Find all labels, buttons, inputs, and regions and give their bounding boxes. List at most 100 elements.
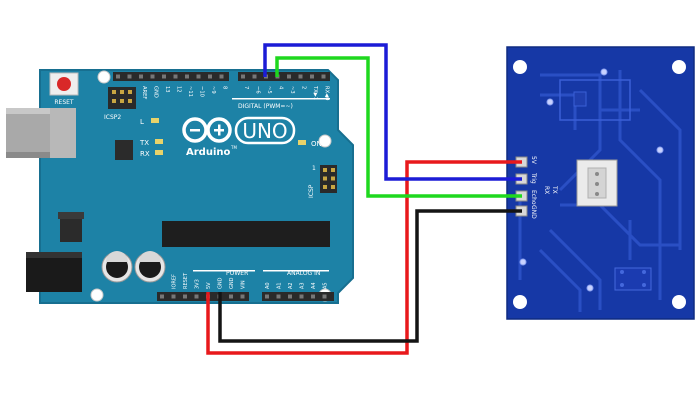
power-label-bar — [193, 270, 255, 272]
power-pin-label: 3V3 — [195, 279, 201, 289]
header-pin — [311, 294, 315, 299]
rx-led-label: RX — [140, 150, 150, 158]
header-pin — [265, 294, 269, 299]
header-pin — [150, 74, 155, 79]
power-pin-label: 5V — [206, 282, 212, 289]
digital-pin-label: 12 — [176, 86, 182, 93]
analog-pin-label: A0 — [265, 282, 271, 289]
header-pin — [160, 294, 164, 299]
rx-led — [155, 150, 163, 155]
digital-pin-label: RX◀0 — [324, 86, 330, 100]
analog-pin-label: A3 — [300, 282, 306, 289]
header-pin — [288, 294, 292, 299]
analog-pin-label: A2 — [288, 282, 294, 289]
arduino-logo: UNO Arduino TM — [182, 116, 296, 158]
sensor-pin-label: Trig — [530, 172, 537, 184]
uno-badge — [234, 116, 296, 145]
digital-pin-label: 2 — [301, 86, 307, 89]
header-pin — [229, 294, 233, 299]
header-pin — [127, 74, 132, 79]
digital-header-right — [238, 72, 330, 81]
voltage-regulator — [58, 212, 84, 242]
header-pin — [310, 74, 314, 79]
digital-label-bar — [232, 98, 330, 100]
trademark: TM — [230, 145, 237, 150]
analog-pin-label: A1 — [277, 282, 283, 289]
header-pin — [323, 185, 327, 189]
header-pin — [240, 294, 245, 299]
sensor-pin-label: 5V — [530, 156, 537, 165]
power-pin-label: RESET — [183, 272, 189, 289]
wire-gnd — [218, 209, 522, 343]
digital-pin-label: ~3 — [289, 86, 295, 94]
on-led-label: ON — [311, 140, 322, 148]
sensor-mounting-hole — [513, 295, 527, 309]
header-pin — [323, 176, 327, 181]
header-pin — [298, 74, 303, 79]
header-pin — [208, 74, 212, 79]
mounting-hole — [318, 134, 332, 148]
sensor-pin-label: GND — [530, 205, 537, 219]
header-pin — [171, 294, 176, 299]
digital-pin-label: ~10 — [199, 86, 205, 97]
header-pin — [322, 294, 327, 299]
usb-connector — [6, 108, 76, 158]
digital-pin-label: GND — [153, 86, 159, 98]
digital-pin-label: ~11 — [187, 86, 193, 97]
header-pin — [299, 294, 304, 299]
atmega328p-chip — [162, 221, 330, 247]
dc-power-jack — [26, 252, 82, 292]
mounting-hole — [90, 288, 104, 302]
header-pin — [331, 176, 335, 181]
capacitor — [134, 251, 166, 283]
header-pin — [194, 294, 199, 299]
sensor-mounting-hole — [672, 60, 686, 74]
analog-label: ANALOG IN — [287, 270, 320, 277]
usb-chip — [115, 140, 133, 160]
digital-label: DIGITAL (PWM=~) — [238, 103, 293, 110]
icsp2-label: ICSP2 — [104, 114, 121, 121]
uno-text: UNO — [242, 119, 287, 143]
power-pin-label: GND — [218, 277, 224, 289]
sensor-chip — [614, 267, 652, 291]
arduino-pcb — [39, 69, 354, 304]
analog-pin-label: A5 — [323, 282, 329, 289]
sensor-mounting-hole — [672, 295, 686, 309]
digital-pin-label: 4 — [278, 86, 284, 90]
header-pin — [323, 168, 327, 172]
power-pin-label: VIN — [241, 280, 247, 289]
digital-pin-label: TX▶1 — [312, 85, 318, 100]
arduino-brand: Arduino — [186, 147, 230, 158]
digital-pin-label: 8 — [222, 86, 228, 89]
sensor-rx-label: RX — [543, 186, 550, 194]
digital-pin-label: ~9 — [210, 86, 216, 94]
l-led — [151, 118, 159, 123]
sensor-mounting-hole — [513, 60, 527, 74]
power-pin-label: IOREF — [172, 274, 178, 289]
capacitor — [101, 251, 133, 283]
power-pin-label: GND — [229, 277, 235, 289]
digital-header-left — [113, 72, 229, 81]
wire-trig — [263, 43, 522, 181]
sensor-traces — [518, 70, 682, 312]
header-pin — [252, 74, 257, 79]
tx-led-label: TX — [139, 139, 149, 147]
wires — [206, 43, 522, 355]
reset-button[interactable] — [49, 72, 79, 96]
power-label: POWER — [226, 270, 248, 277]
digital-pin-label: ~5 — [266, 86, 272, 94]
header-pin — [116, 74, 120, 79]
sensor-tx-label: TX — [551, 185, 558, 194]
icsp2-header — [108, 87, 136, 109]
header-pin — [287, 74, 291, 79]
sensor-pad — [573, 91, 587, 107]
header-pin — [112, 99, 116, 103]
icsp-pin1-label: 1 — [312, 165, 316, 172]
analog-pin-label: A4 — [311, 282, 317, 289]
header-pin — [241, 74, 245, 79]
power-header — [157, 292, 249, 301]
sensor-pin-label: Echo — [530, 190, 537, 205]
digital-pin-label: ~6 — [255, 86, 261, 94]
